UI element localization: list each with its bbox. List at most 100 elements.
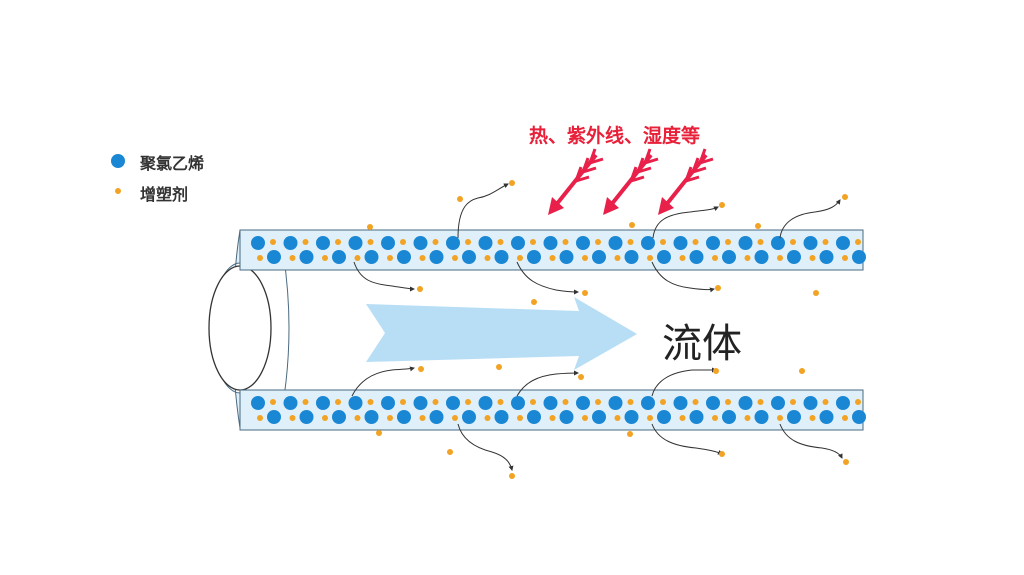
plasticizer-particle [419, 415, 426, 421]
free-plasticizer-dot [367, 224, 373, 230]
plasticizer-particle [582, 415, 588, 421]
pvc-particle [283, 236, 298, 250]
free-plasticizer-dot [496, 364, 502, 370]
pvc-particle [576, 236, 590, 250]
arrow-feather [629, 166, 645, 183]
pvc-particle [332, 410, 346, 424]
pvc-particle [738, 236, 753, 250]
plasticizer-particle [777, 255, 783, 261]
free-plasticizer-dot [799, 368, 805, 374]
plasticizer-particle [302, 239, 309, 245]
plasticizer-migration [351, 183, 843, 471]
plasticizer-particle [530, 239, 536, 245]
pvc-particle [689, 410, 704, 424]
pvc-particle [251, 236, 265, 250]
migration-arrow [353, 261, 415, 292]
free-plasticizer-dot [813, 290, 819, 296]
plasticizer-particle [419, 255, 426, 261]
plasticizer-particle [465, 239, 471, 245]
free-plasticizer-dot [713, 368, 719, 374]
plasticizer-particle [452, 415, 458, 421]
plasticizer-particle [432, 239, 439, 245]
pvc-particle [283, 396, 298, 410]
plasticizer-particle [367, 399, 374, 405]
pvc-particle [608, 396, 623, 410]
environment-arrow-icon [603, 148, 659, 215]
migration-arrow [457, 183, 509, 239]
pvc-particle [446, 396, 460, 410]
pvc-particle [592, 250, 606, 264]
pvc-particle [803, 236, 818, 250]
plasticizer-particle [289, 255, 296, 261]
pvc-particle [819, 410, 834, 424]
plasticizer-particle [322, 415, 328, 421]
plasticizer-particle [270, 239, 276, 245]
free-plasticizer-dot [509, 473, 515, 479]
pvc-particle [543, 396, 558, 410]
legend-pvc-icon [111, 154, 125, 168]
free-plasticizer-dot [417, 286, 423, 292]
pvc-particle [299, 250, 314, 264]
pvc-particle [673, 236, 688, 250]
tube-inner-curve [281, 245, 290, 411]
arrow-feather [581, 157, 597, 174]
pvc-particle [836, 396, 850, 410]
migration-arrow [516, 261, 579, 295]
migration-arrow [652, 206, 719, 239]
pvc-particle [706, 236, 720, 250]
pvc-particle [462, 250, 476, 264]
pvc-particle [478, 236, 493, 250]
pvc-particle [494, 410, 509, 424]
pvc-particle [511, 236, 525, 250]
plasticizer-particle [517, 415, 523, 421]
pvc-particle [754, 250, 769, 264]
plasticizer-particle [777, 415, 783, 421]
migration-arrow [457, 423, 514, 471]
pvc-particle [462, 410, 476, 424]
pvc-particle [397, 250, 411, 264]
pvc-particle [852, 410, 866, 424]
pvc-particle [348, 396, 363, 410]
plasticizer-particle [367, 239, 374, 245]
free-plasticizer-dot [719, 451, 725, 457]
plasticizer-particle [484, 415, 491, 421]
arrow-feather [643, 148, 659, 165]
pvc-particle [673, 396, 688, 410]
plasticizer-particle [712, 255, 718, 261]
pvc-particle [641, 236, 655, 250]
environment-label: 热、紫外线、湿度等 [529, 125, 701, 147]
plasticizer-particle [582, 255, 588, 261]
plasticizer-particle [725, 399, 731, 405]
pvc-particle [852, 250, 866, 264]
plasticizer-particle [257, 255, 263, 261]
migration-arrow [351, 366, 415, 397]
free-plasticizer-dot [843, 459, 849, 465]
arrow-feather [574, 166, 590, 183]
migration-arrow [779, 423, 843, 459]
arrow-feather [691, 157, 707, 174]
plasticizer-particle [497, 239, 504, 245]
pvc-particle [657, 250, 671, 264]
legend-plasticizer: 增塑剂 [140, 181, 188, 205]
plasticizer-particle [627, 239, 634, 245]
plasticizer-particle [790, 399, 796, 405]
free-plasticizer-dot [719, 202, 725, 208]
pvc-particle [527, 410, 541, 424]
pvc-particle [771, 236, 785, 250]
pvc-particle [429, 250, 444, 264]
plasticizer-particle [725, 239, 731, 245]
plasticizer-particle [595, 239, 601, 245]
arrow-head [603, 197, 619, 215]
pvc-particle [364, 250, 379, 264]
plasticizer-particle [452, 255, 458, 261]
pvc-particle [413, 396, 428, 410]
pvc-particle [836, 236, 850, 250]
plasticizer-particle [822, 239, 829, 245]
plasticizer-particle [432, 399, 439, 405]
plasticizer-particle [790, 239, 796, 245]
pvc-particle [559, 410, 574, 424]
free-plasticizer [367, 180, 849, 479]
plasticizer-particle [757, 239, 764, 245]
plasticizer-particle [679, 255, 686, 261]
plasticizer-particle [335, 239, 341, 245]
